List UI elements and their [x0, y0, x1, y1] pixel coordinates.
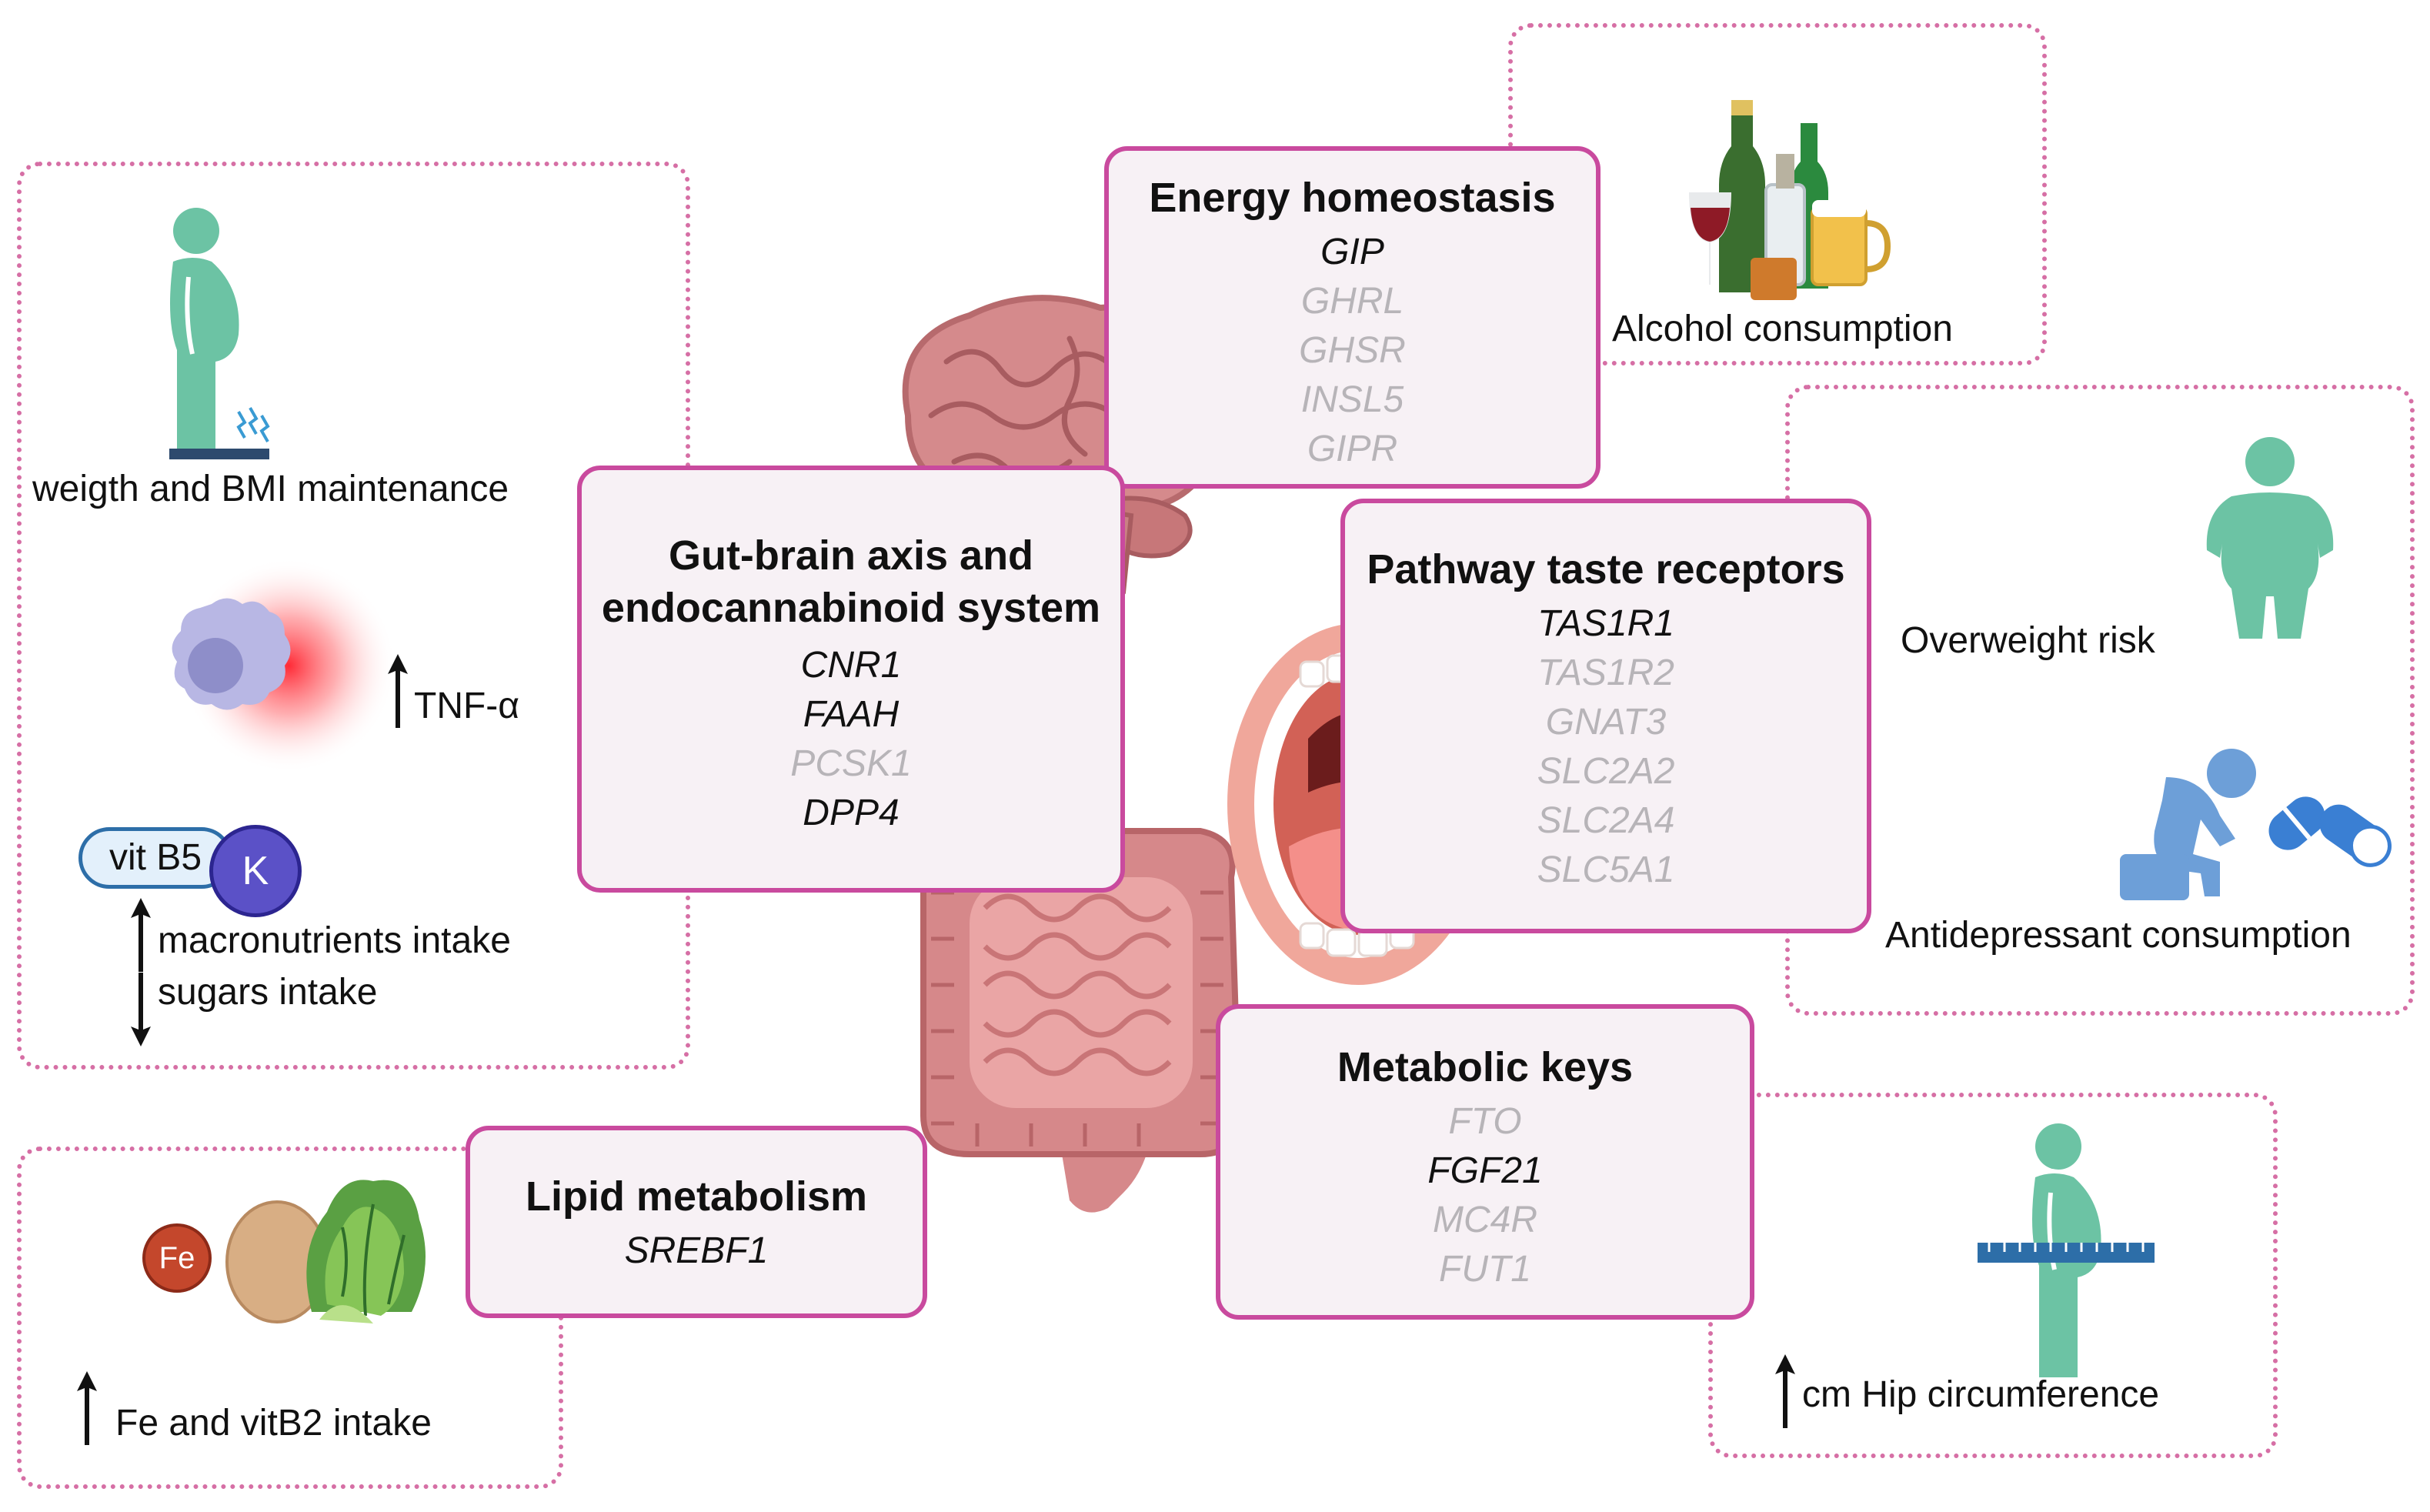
iron-label: Fe	[159, 1241, 195, 1275]
panel-gut-brain: Gut-brain axis and endocannabinoid syste…	[577, 466, 1125, 893]
immune-cell-icon	[172, 558, 396, 773]
gene-label: SREBF1	[624, 1230, 769, 1271]
lettuce-icon	[306, 1180, 426, 1323]
gene-label: GIP	[1320, 232, 1384, 272]
gene-label: TAS1R2	[1537, 653, 1674, 693]
gene-label: FAAH	[803, 694, 900, 735]
person-obese-icon	[2206, 437, 2334, 639]
arrow-up-icon	[1775, 1354, 1795, 1428]
panel-lipid-metabolism: Lipid metabolism SREBF1	[466, 1126, 927, 1318]
vitb5-badge: vit B5	[78, 827, 232, 889]
gene-label: MC4R	[1432, 1200, 1537, 1240]
panel-taste-receptors: Pathway taste receptors TAS1R1 TAS1R2 GN…	[1340, 499, 1871, 933]
vitb5-label: vit B5	[108, 837, 202, 878]
outcome-label-macronutrients: macronutrients intake	[158, 920, 511, 961]
panel-title-line2: endocannabinoid system	[601, 585, 1101, 631]
gene-label: GHRL	[1300, 281, 1404, 322]
gene-label: SLC2A4	[1537, 800, 1675, 841]
gene-label: CNR1	[800, 645, 902, 686]
pills-icon	[2268, 796, 2392, 867]
gene-label: GHSR	[1299, 330, 1406, 371]
arrow-up-icon	[388, 654, 408, 728]
gene-label: PCSK1	[790, 743, 912, 784]
pregnant-person-scale-icon	[169, 208, 270, 459]
arrow-down-icon	[131, 973, 151, 1046]
gene-label: SLC2A2	[1537, 751, 1675, 792]
gene-label: INSL5	[1300, 379, 1404, 420]
gene-label: GIPR	[1307, 429, 1398, 469]
panel-title: Energy homeostasis	[1149, 175, 1556, 221]
gene-label: SLC5A1	[1537, 849, 1675, 890]
gene-label: GNAT3	[1545, 702, 1667, 743]
outcome-label-sugars: sugars intake	[158, 972, 378, 1013]
panel-title: Metabolic keys	[1337, 1044, 1634, 1090]
panel-title: Pathway taste receptors	[1367, 546, 1845, 592]
pregnant-person-tape-icon	[1978, 1123, 2155, 1377]
panel-metabolic-keys: Metabolic keys FTO FGF21 MC4R FUT1	[1216, 1004, 1754, 1320]
panel-title: Lipid metabolism	[525, 1173, 868, 1220]
gene-label: TAS1R1	[1537, 603, 1674, 644]
outcome-label-hip: cm Hip circumference	[1802, 1374, 2160, 1415]
outcome-label-fe-vitb2: Fe and vitB2 intake	[115, 1403, 432, 1444]
panel-title-line1: Gut-brain axis and	[668, 532, 1034, 579]
potassium-badge: K	[209, 825, 302, 917]
outcome-label-tnf: TNF-α	[414, 686, 520, 726]
outcome-label-overweight: Overweight risk	[1901, 620, 2155, 661]
outcome-label-alcohol: Alcohol consumption	[1612, 309, 1953, 349]
gene-label: DPP4	[803, 793, 900, 833]
gene-label: FUT1	[1439, 1249, 1531, 1290]
gene-label: FGF21	[1427, 1150, 1543, 1191]
potassium-label: K	[242, 849, 269, 893]
outcome-label-weight-bmi: weigth and BMI maintenance	[32, 469, 509, 509]
arrow-up-icon	[131, 898, 151, 972]
arrow-up-icon	[77, 1371, 97, 1445]
depressed-person-icon	[2120, 749, 2256, 900]
iron-badge: Fe	[142, 1223, 212, 1293]
outcome-label-antidepressant: Antidepressant consumption	[1885, 915, 2352, 956]
panel-energy-homeostasis: Energy homeostasis GIP GHRL GHSR INSL5 G…	[1104, 146, 1601, 489]
bottles-icon	[1689, 100, 1891, 300]
gene-label: FTO	[1448, 1101, 1522, 1142]
